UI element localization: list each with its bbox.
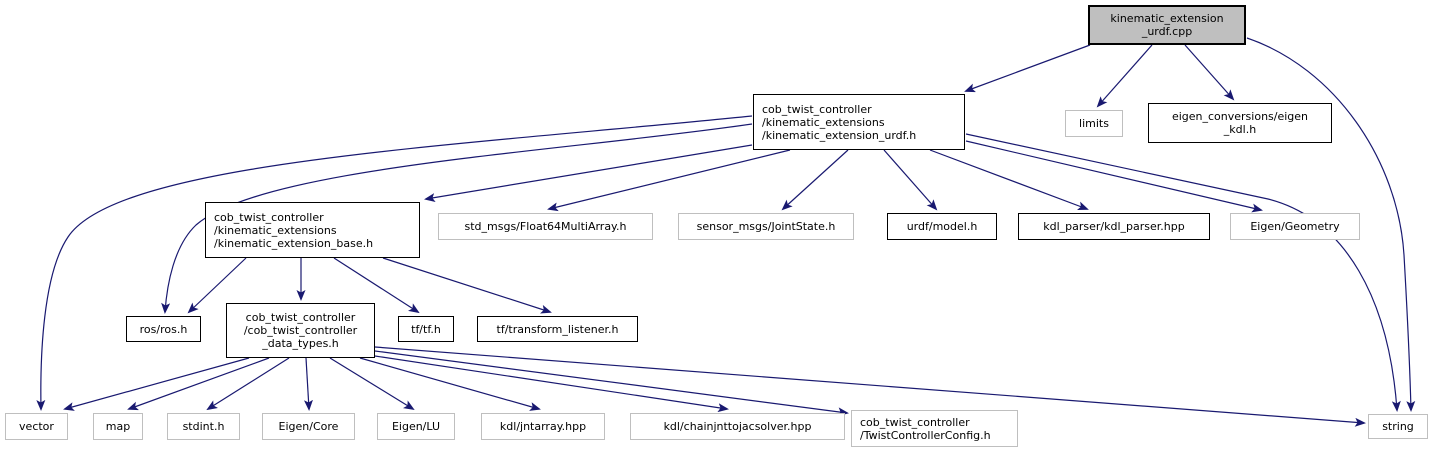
node-label-line: kdl/chainjnttojacsolver.hpp (663, 420, 812, 433)
edge-cpp-to-limits (1096, 44, 1153, 108)
node-eigen_core: Eigen/Core (262, 413, 355, 440)
node-urdf_h[interactable]: cob_twist_controller/kinematic_extension… (753, 94, 965, 150)
edge-data_types-to-kdl_chain (374, 355, 729, 413)
edge-data_types-to-stdint (206, 357, 290, 411)
node-label-line: Eigen/Geometry (1250, 220, 1340, 233)
node-base_h[interactable]: cob_twist_controller/kinematic_extension… (205, 202, 420, 258)
node-sensor_msgs: sensor_msgs/JointState.h (678, 213, 854, 240)
node-label-line: /kinematic_extension_urdf.h (762, 128, 917, 142)
node-label-line: urdf/model.h (906, 220, 978, 233)
edge-data_types-to-eigen_lu (329, 357, 415, 411)
node-label-line: kdl_parser/kdl_parser.hpp (1043, 220, 1185, 233)
node-label-line: /cob_twist_controller (243, 324, 358, 337)
edge-cpp-to-string (1246, 37, 1416, 412)
node-label-line: std_msgs/Float64MultiArray.h (464, 220, 627, 233)
edge-urdf_h-to-eigen_geometry (965, 140, 1263, 213)
node-label-line: tf/tf.h (411, 322, 441, 336)
node-label-line: kinematic_extension (1110, 12, 1224, 25)
node-limits: limits (1065, 110, 1123, 137)
node-label-line: map (105, 420, 131, 433)
node-vector: vector (5, 413, 68, 440)
node-label-line: tf/transform_listener.h (496, 322, 619, 336)
node-label-line: /kinematic_extensions (762, 115, 885, 129)
node-label-line: _kdl.h (1223, 123, 1257, 136)
node-label-line: kdl/jntarray.hpp (499, 420, 587, 433)
node-string: string (1368, 414, 1428, 439)
edge-urdf_h-to-string (965, 133, 1401, 412)
node-kdl_chain: kdl/chainjnttojacsolver.hpp (630, 413, 845, 440)
node-label-line: cob_twist_controller (214, 210, 324, 224)
node-label-line: _data_types.h (262, 337, 339, 350)
node-label-line: /TwistControllerConfig.h (860, 428, 991, 442)
node-label-line: stdint.h (182, 420, 225, 433)
node-eigen_kdl[interactable]: eigen_conversions/eigen_kdl.h (1148, 103, 1332, 143)
node-label-line: limits (1079, 117, 1109, 130)
node-tf_listener[interactable]: tf/transform_listener.h (477, 316, 638, 342)
edge-urdf_h-to-kdl_parser (929, 149, 1089, 211)
node-stdint: stdint.h (167, 413, 240, 440)
edge-urdf_h-to-urdf_model (883, 149, 938, 211)
node-twist_config: cob_twist_controller/TwistControllerConf… (851, 410, 1018, 447)
node-label-line: cob_twist_controller (245, 311, 356, 324)
node-label-line: /kinematic_extensions (214, 223, 337, 237)
edge-data_types-to-kdl_jntarray (359, 357, 541, 411)
node-label-line: ros/ros.h (139, 322, 188, 336)
node-label-line: string (1382, 420, 1414, 433)
node-kdl_jntarray: kdl/jntarray.hpp (481, 413, 605, 440)
node-std_msgs: std_msgs/Float64MultiArray.h (438, 213, 653, 240)
edge-data_types-to-eigen_core (303, 357, 313, 411)
edge-cpp-to-urdf_h (964, 44, 1091, 93)
edge-urdf_h-to-vector (36, 115, 753, 411)
node-label-line: cob_twist_controller (860, 415, 970, 429)
edge-data_types-to-map (127, 357, 270, 411)
edge-urdf_h-to-ros_h (161, 123, 753, 314)
node-label-line: /kinematic_extension_base.h (214, 236, 374, 250)
edge-base_h-to-ros_h (187, 257, 247, 314)
node-tf_h[interactable]: tf/tf.h (398, 316, 454, 342)
edge-data_types-to-string (374, 346, 1366, 427)
edge-data_types-to-twist_config (374, 350, 849, 417)
node-data_types[interactable]: cob_twist_controller/cob_twist_controlle… (226, 303, 375, 358)
node-label-line: vector (19, 420, 54, 433)
edge-data_types-to-vector (63, 357, 250, 411)
node-label-line: cob_twist_controller (762, 102, 872, 116)
node-kdl_parser[interactable]: kdl_parser/kdl_parser.hpp (1018, 213, 1210, 240)
node-label-line: sensor_msgs/JointState.h (696, 220, 836, 233)
node-map: map (93, 413, 143, 440)
node-label-line: Eigen/Core (278, 420, 339, 433)
node-eigen_lu: Eigen/LU (377, 413, 455, 440)
node-ros_h[interactable]: ros/ros.h (126, 316, 201, 342)
node-cpp: kinematic_extension_urdf.cpp (1088, 5, 1246, 45)
node-label-line: Eigen/LU (391, 420, 441, 433)
edge-urdf_h-to-base_h (424, 144, 753, 202)
edge-cpp-to-eigen_kdl (1184, 44, 1235, 101)
node-label-line: _urdf.cpp (1141, 25, 1193, 38)
edge-base_h-to-tf_listener (382, 257, 552, 314)
edge-urdf_h-to-sensor_msgs (781, 149, 849, 211)
node-eigen_geometry: Eigen/Geometry (1230, 213, 1360, 240)
node-label-line: eigen_conversions/eigen (1171, 110, 1309, 123)
edge-base_h-to-tf_h (333, 257, 420, 314)
node-urdf_model[interactable]: urdf/model.h (887, 213, 997, 240)
edge-urdf_h-to-std_msgs (547, 149, 791, 212)
